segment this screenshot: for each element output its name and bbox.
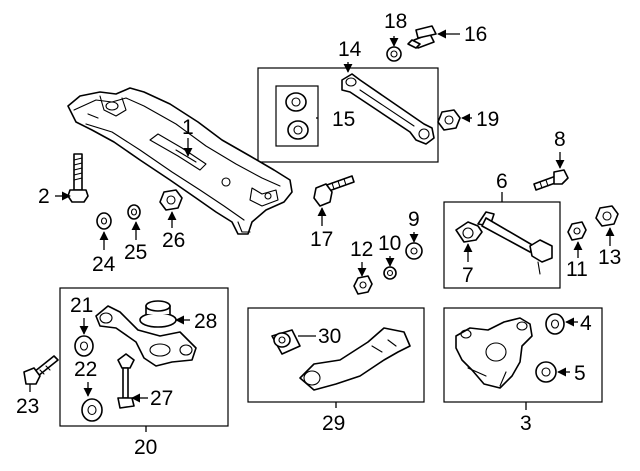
toe-link-part-6 [455, 211, 553, 275]
callout-1: 1 [182, 116, 194, 139]
group-box-29 [247, 307, 425, 403]
bushing-part-22 [81, 398, 103, 422]
lateral-link-part-14 [341, 73, 435, 145]
washer-part-25 [127, 204, 141, 220]
leader-lines [29, 29, 615, 432]
lower-arm-part-20 [95, 305, 197, 367]
stabilizer-link-part-27 [117, 353, 135, 409]
callout-27: 27 [150, 387, 173, 410]
callout-15: 15 [332, 108, 355, 131]
trailing-arm-part-29 [299, 327, 411, 391]
callout-30: 30 [318, 325, 341, 348]
callout-14: 14 [338, 38, 362, 61]
callout-16: 16 [464, 23, 487, 46]
callout-8: 8 [554, 128, 566, 151]
group-box-3 [443, 307, 603, 403]
callout-29: 29 [322, 412, 345, 435]
bolt-part-17 [313, 175, 355, 207]
washer-part-18 [386, 46, 402, 62]
bolt-part-16 [407, 25, 437, 49]
group-box-15 [275, 85, 319, 147]
callout-24: 24 [92, 253, 116, 276]
callout-28: 28 [194, 310, 217, 333]
callout-4: 4 [580, 312, 592, 335]
bushing-part-5 [535, 361, 557, 383]
callout-13: 13 [598, 246, 621, 269]
callout-20: 20 [134, 436, 157, 459]
callout-12: 12 [350, 238, 373, 261]
callout-9: 9 [408, 208, 420, 231]
washer-part-24 [96, 212, 112, 230]
callout-25: 25 [124, 241, 147, 264]
group-box-20 [59, 287, 229, 427]
bolt-part-2 [67, 153, 89, 203]
washer-part-10 [383, 266, 397, 280]
callout-11: 11 [566, 258, 588, 281]
callout-18: 18 [384, 10, 407, 33]
callout-21: 21 [70, 294, 93, 317]
bushing-part-30 [271, 329, 301, 355]
bolt-part-23 [23, 355, 59, 385]
spring-seat-part-28 [139, 300, 177, 328]
nut-part-19 [437, 109, 461, 131]
nut-part-13 [595, 205, 619, 227]
callout-17: 17 [310, 228, 333, 251]
callout-3: 3 [520, 412, 532, 435]
callout-5: 5 [574, 362, 586, 385]
callout-23: 23 [16, 395, 39, 418]
nut-part-12 [353, 275, 373, 295]
callout-2: 2 [38, 185, 50, 208]
callout-22: 22 [74, 358, 97, 381]
nut-part-26 [159, 189, 183, 211]
callout-26: 26 [162, 229, 185, 252]
callout-10: 10 [378, 232, 401, 255]
nut-part-11 [567, 221, 587, 241]
callout-6: 6 [496, 170, 508, 193]
bushing-part-15 [285, 92, 309, 140]
callout-19: 19 [476, 108, 499, 131]
callout-7: 7 [462, 264, 474, 287]
bolt-part-8 [533, 169, 569, 191]
bushing-part-4 [545, 313, 565, 335]
crossmember-part [67, 87, 293, 235]
bushing-part-21 [74, 335, 94, 357]
washer-part-9 [405, 242, 423, 260]
knuckle-part-3 [455, 317, 533, 389]
